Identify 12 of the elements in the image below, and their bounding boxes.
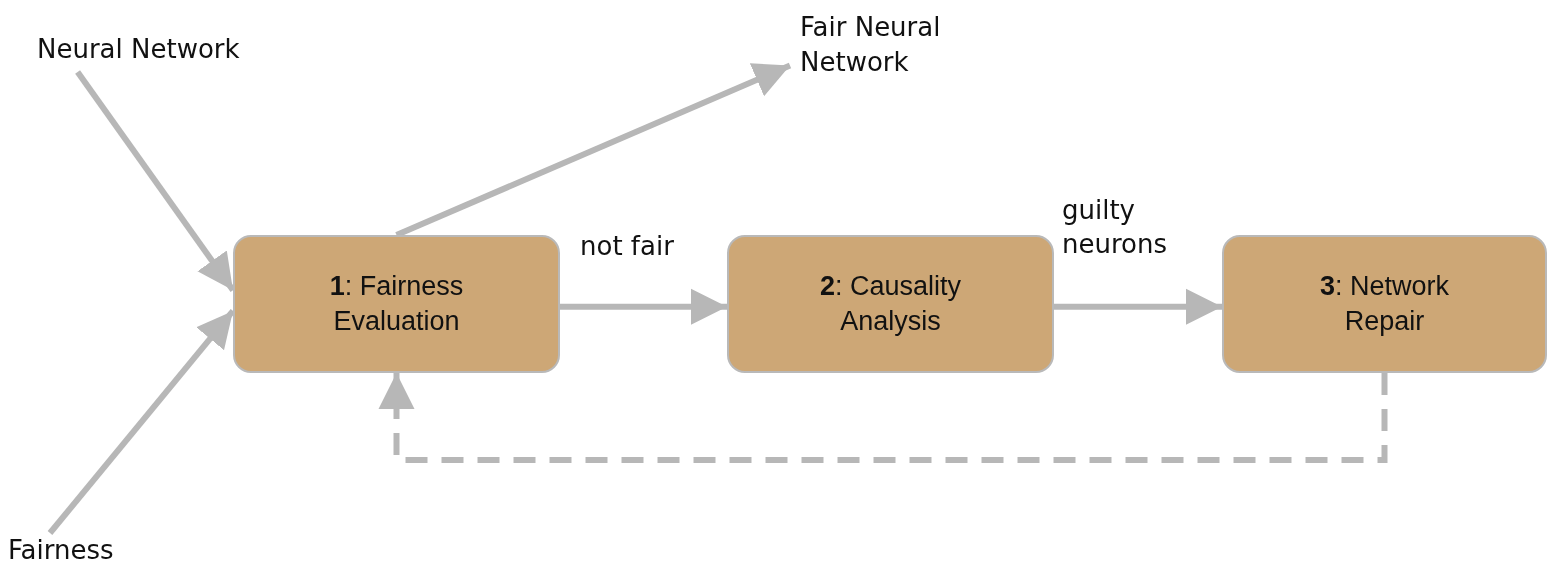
- arrow: [1054, 288, 1222, 325]
- process-box: 1: Fairness Evaluation: [233, 235, 560, 373]
- input-label: Fairness: [8, 533, 148, 569]
- arrow: [560, 288, 727, 325]
- process-box: 3: Network Repair: [1222, 235, 1547, 373]
- edge-label: guilty neurons: [1062, 194, 1168, 261]
- arrow: [395, 62, 792, 238]
- edge-label: not fair: [580, 230, 675, 263]
- input-label: Fair Neural Network: [800, 10, 1000, 81]
- dashed-arrow: [378, 373, 1388, 463]
- process-box: 2: Causality Analysis: [727, 235, 1054, 373]
- input-label: Neural Network: [37, 32, 327, 68]
